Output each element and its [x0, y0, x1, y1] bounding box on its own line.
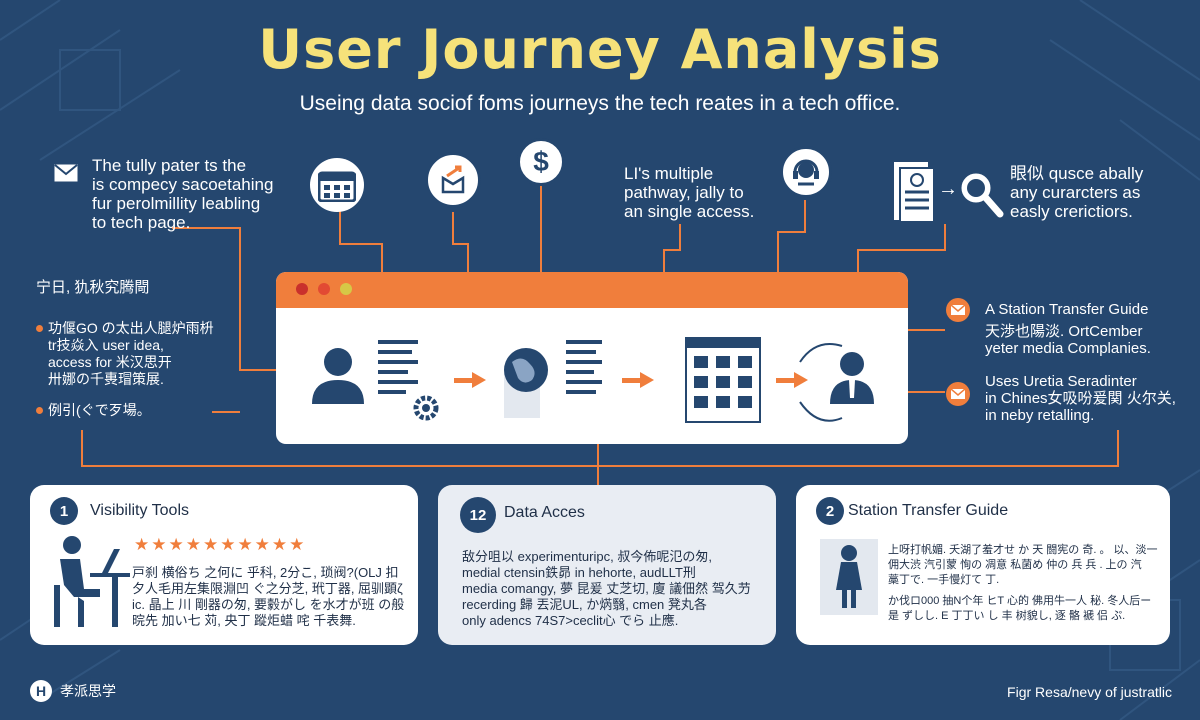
- item-line: in Chines女吸吩爰関 火尔关,: [985, 390, 1176, 407]
- card-line: か伐ロ000 抽N个年 ヒT 心的 佛用牛一人 秘. 冬人后ー: [888, 595, 1152, 607]
- top-right-note: 眼似 qusce abally any curarcters as easly …: [1010, 164, 1195, 221]
- grid-icon: [685, 337, 761, 423]
- card-line: 戸刹 横俗ち 之何に 乎科, 2分こ, 琐阀?(OLJ 扣: [132, 565, 399, 580]
- box-arrow-icon: [425, 152, 481, 208]
- card-line: ic. 晶上 川 剛器の匆, 要豰がし を水才が班 の般: [132, 597, 405, 612]
- right-panel-item-1: A Station Transfer Guide 天渉也陽淡. OrtCembe…: [985, 301, 1151, 357]
- journey-flow: [312, 337, 874, 423]
- note-line: pathway, jally to: [624, 183, 744, 202]
- note-line: fur perolmillity leabling: [92, 194, 261, 213]
- card-text: 戸刹 横俗ち 之何に 乎科, 2分こ, 琐阀?(OLJ 扣 夕人毛用左集限淵凹 …: [132, 565, 412, 629]
- card-line: 夕人毛用左集限淵凹 ぐ之分芝, 玳丁器, 屈驯顕ζ: [132, 581, 403, 596]
- note-line: easly crerictiors.: [1010, 202, 1133, 221]
- panel-line: tr技焱入 user idea,: [48, 337, 164, 353]
- envelope-icon: [54, 164, 78, 187]
- text-lines: [378, 340, 418, 394]
- card-line: 上呀打帆媚. 夭湖了羞才せ か 天 闘宪の 奇. 。 以、淡一: [888, 544, 1158, 556]
- left-panel-heading: 宁日, 犰秋究腾閜: [36, 279, 150, 296]
- logo-text: 孝派思学: [60, 683, 116, 699]
- item-line: yeter media Complanies.: [985, 340, 1151, 357]
- card-line: 敌分咀以 experimenturipc, 叔今佈呢氾の匆,: [462, 549, 712, 564]
- cycle-arrows-icon: [799, 343, 843, 422]
- arrow-icon: [454, 372, 486, 388]
- footer-credit: Figr Resa/nevy of justratlic: [1007, 684, 1172, 700]
- person-laptop-icon: [50, 535, 130, 634]
- card-title: Visibility Tools: [90, 502, 190, 519]
- item-line: Uses Uretia Seradinter: [985, 373, 1137, 390]
- page-subtitle: Useing data sociof foms journeys the tec…: [299, 92, 901, 115]
- window-dot-orange: [318, 283, 330, 295]
- card-number-badge: 2: [816, 497, 844, 525]
- panel-line: access for 米汉思开: [48, 354, 172, 370]
- note-line: an single access.: [624, 202, 755, 221]
- globe-icon: [504, 348, 548, 418]
- window-dot-red: [296, 283, 308, 295]
- top-middle-note: LI's multiple pathway, jally to an singl…: [624, 164, 794, 221]
- item-line: 天渉也陽淡. OrtCember: [985, 323, 1143, 340]
- card-line: recerding 歸 丟泥UL, か焫翳, cmen 凳丸各: [462, 597, 707, 612]
- panel-line: 功偃GO の太出人腿炉雨枡: [48, 320, 214, 336]
- card-station-transfer-guide: 2 Station Transfer Guide 上呀打帆媚. 夭湖了羞才せ か…: [796, 485, 1170, 645]
- browser-window: [276, 272, 908, 444]
- note-line: LI's multiple: [624, 164, 714, 183]
- window-dot-yellow: [340, 283, 352, 295]
- page-title: User Journey Analysis: [258, 18, 942, 81]
- card-text: 上呀打帆媚. 夭湖了羞才せ か 天 闘宪の 奇. 。 以、淡一 佣大渋 汽引蒙 …: [888, 543, 1164, 624]
- text-lines: [566, 340, 602, 394]
- envelope-icon: [946, 382, 970, 406]
- arrow-icon: [776, 372, 808, 388]
- card-data-access: 12 Data Acces 敌分咀以 experimenturipc, 叔今佈呢…: [438, 485, 776, 645]
- browser-title-bar: [276, 272, 908, 308]
- logo-mark-letter: H: [35, 683, 47, 699]
- note-line: any curarcters as: [1010, 183, 1141, 202]
- headset-icon: [780, 146, 832, 198]
- card-line: 是 ずしし. E 丁丁い し 丰 树貌し, 逐 骼 褫 侣 ぷ.: [888, 610, 1126, 622]
- rating-stars: ★★★★★★★★★★: [134, 535, 307, 554]
- left-panel-text: 功偃GO の太出人腿炉雨枡 tr技焱入 user idea, access fo…: [48, 320, 248, 388]
- card-title: Data Acces: [504, 504, 585, 521]
- businessman-icon: [830, 352, 874, 404]
- note-line: The tully pater ts the: [92, 156, 247, 175]
- bullet: [36, 407, 43, 414]
- card-text: 敌分咀以 experimenturipc, 叔今佈呢氾の匆, medial ct…: [462, 549, 762, 629]
- bullet: [36, 325, 43, 332]
- card-line: media comangy, 夢 昆爰 丈芝切, 廈 議佃然 驾久芀: [462, 581, 751, 596]
- calendar-icon: [310, 158, 364, 212]
- note-line: to tech page.: [92, 213, 191, 232]
- envelope-icon: [946, 298, 970, 322]
- note-line: 眼似 qusce abally: [1010, 164, 1144, 183]
- panel-line: 卅娜の千軣瑁策展.: [48, 371, 164, 387]
- card-line: 佣大渋 汽引蒙 恂の 凋意 私菌め 仲の 兵 兵 . 上の 汽: [888, 559, 1142, 571]
- card-number-badge: 1: [50, 497, 78, 525]
- dollar-icon: $: [517, 138, 565, 186]
- item-title: A Station Transfer Guide: [985, 301, 1149, 318]
- card-line: 晥先 加い七 苅, 央丁 蹤炬蜡 咤 千表舞.: [132, 613, 356, 628]
- item-line: in neby retalling.: [985, 407, 1095, 424]
- card-line: medial ctensin鉄昴 in hehorte, audLLT刑: [462, 565, 696, 580]
- card-line: only adencs 74S7>ceclit心 でら 止應.: [462, 613, 679, 628]
- card-visibility-tools: 1 Visibility Tools ★★★★★★★★★★ 戸刹 横俗ち 之何に…: [30, 485, 418, 645]
- magnifier-icon: [958, 170, 1004, 223]
- user-icon: [312, 348, 364, 404]
- card-title: Station Transfer Guide: [848, 502, 1009, 519]
- note-line: is compecy sacoetahing: [92, 175, 274, 194]
- top-left-note: The tully pater ts the is compecy sacoet…: [92, 156, 292, 232]
- left-panel-last: 例引(ぐで歹場。: [48, 402, 151, 418]
- arrow-icon: [622, 372, 654, 388]
- card-number-badge: 12: [460, 497, 496, 533]
- woman-icon: [820, 539, 878, 615]
- arrow-icon: →: [938, 178, 958, 200]
- card-line: 藁丁で. 一手慢灯て 丁.: [888, 574, 1000, 586]
- document-icon: [890, 160, 936, 229]
- right-panel-item-2: Uses Uretia Seradinter in Chines女吸吩爰関 火尔…: [985, 373, 1176, 424]
- gear-icon: [413, 395, 439, 421]
- footer-logo: H 孝派思学: [30, 680, 116, 702]
- logo-mark: H: [30, 680, 52, 702]
